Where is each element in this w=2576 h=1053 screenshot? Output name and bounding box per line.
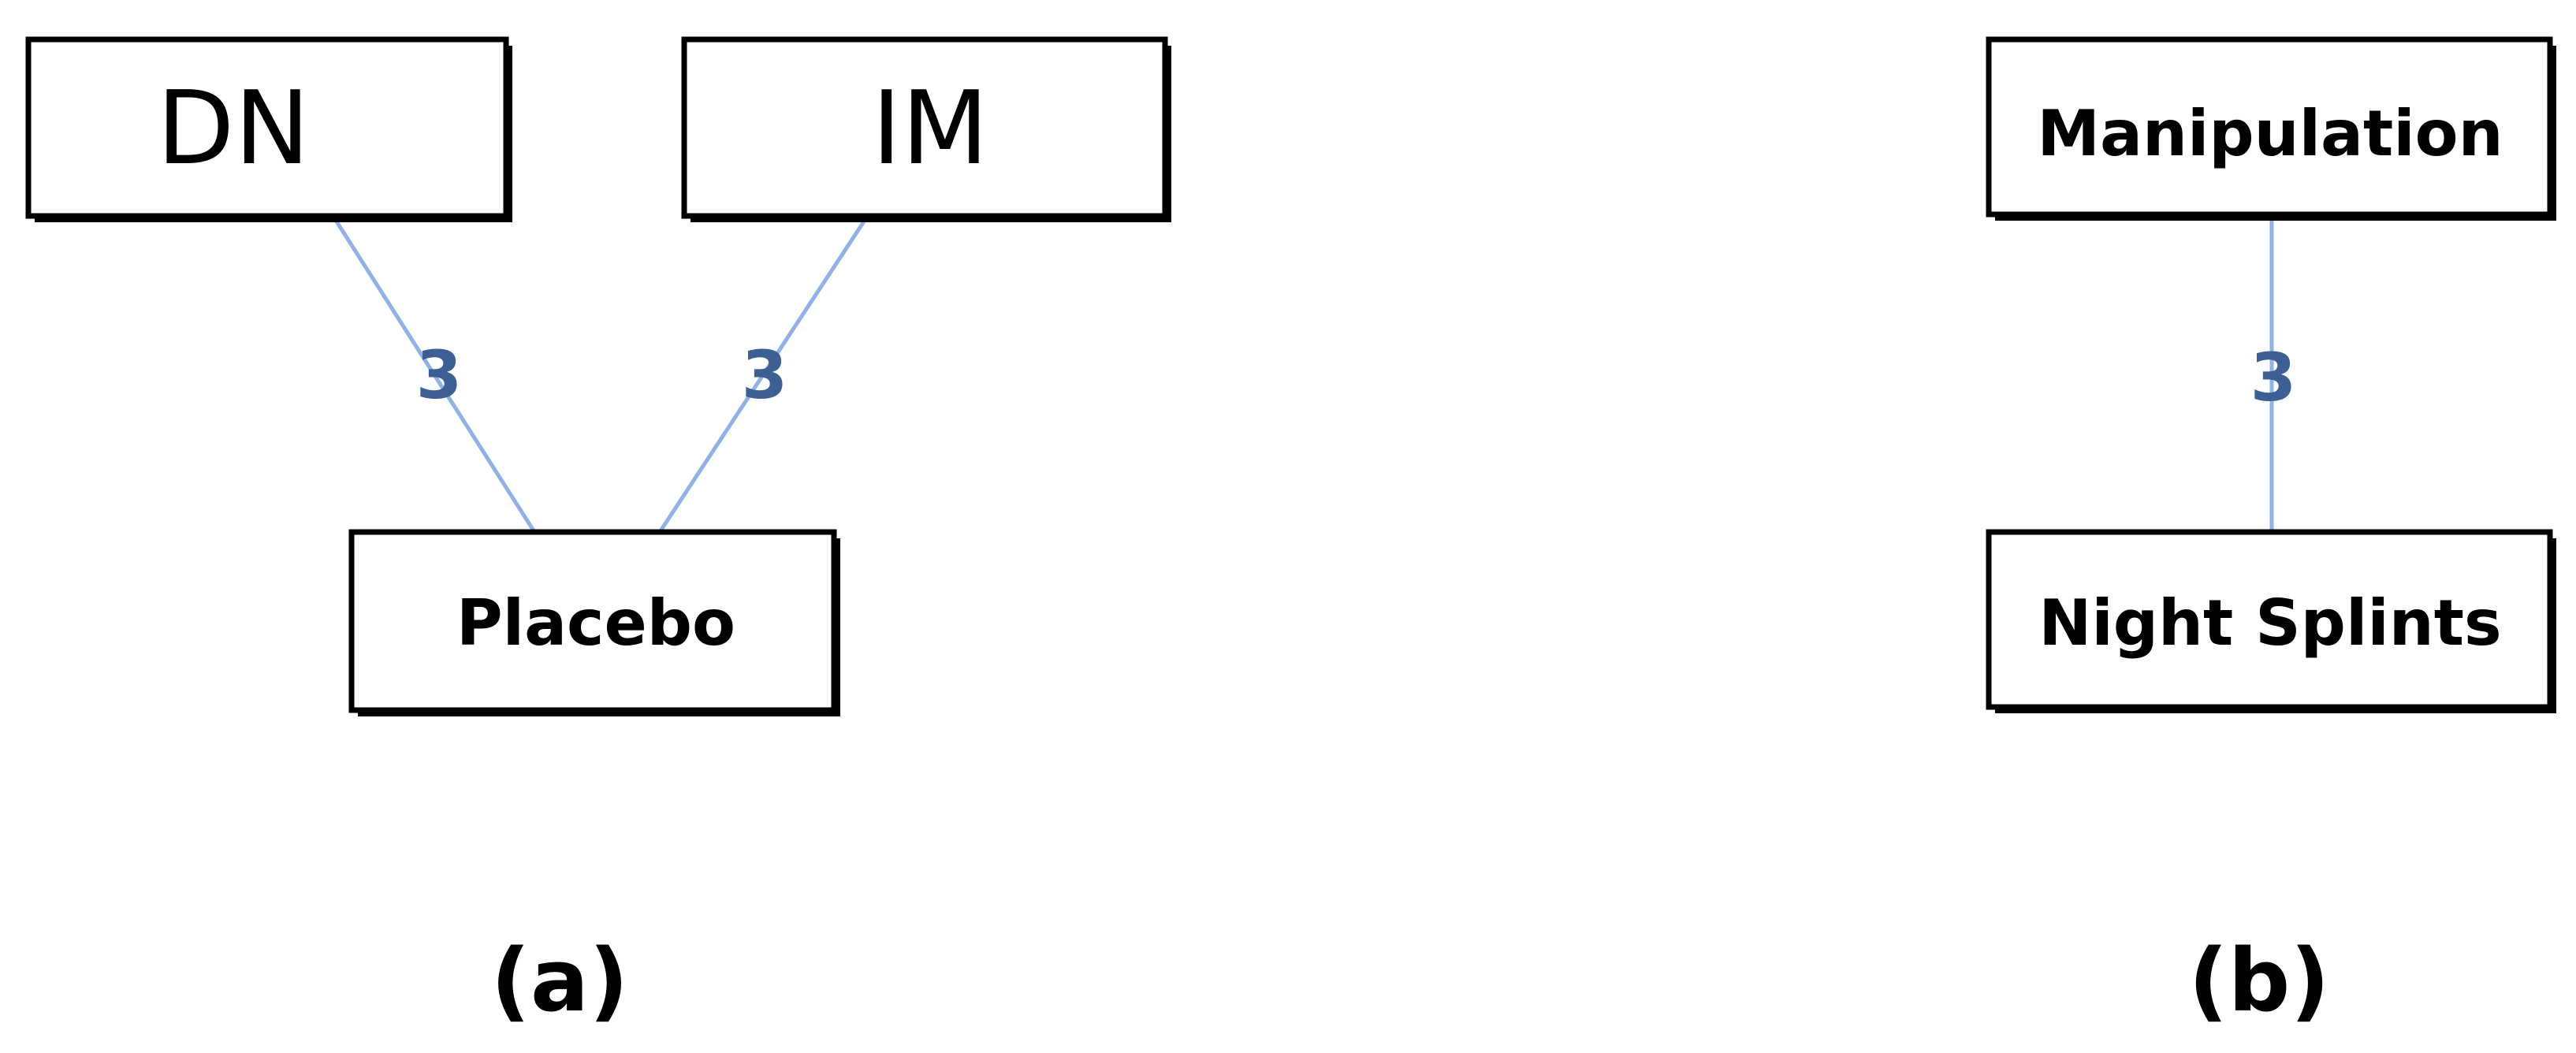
node-im-label: IM — [872, 70, 988, 188]
node-placebo: Placebo — [348, 529, 840, 716]
node-placebo-label: Placebo — [456, 586, 735, 660]
panel-b-caption: (b) — [2188, 930, 2329, 1031]
node-manipulation-label: Manipulation — [2037, 97, 2503, 170]
edge-weight-dn-placebo: 3 — [416, 337, 462, 414]
panel-a-caption: (a) — [491, 930, 629, 1031]
node-im: IM — [681, 36, 1171, 222]
panel-a: 3 3 DN IM Placebo (a) — [25, 36, 1171, 1031]
node-dn: DN — [25, 36, 512, 222]
panel-b: 3 Manipulation Night Splints (b) — [1986, 36, 2556, 1031]
edge-dn-placebo — [333, 218, 538, 536]
edge-weight-manipulation-night-splints: 3 — [2250, 339, 2296, 416]
node-night-splints: Night Splints — [1986, 529, 2556, 713]
node-night-splints-label: Night Splints — [2038, 586, 2501, 660]
node-manipulation: Manipulation — [1986, 36, 2556, 221]
node-dn-label: DN — [157, 70, 310, 188]
edge-im-placebo — [656, 218, 868, 536]
edge-weight-im-placebo: 3 — [742, 337, 787, 414]
